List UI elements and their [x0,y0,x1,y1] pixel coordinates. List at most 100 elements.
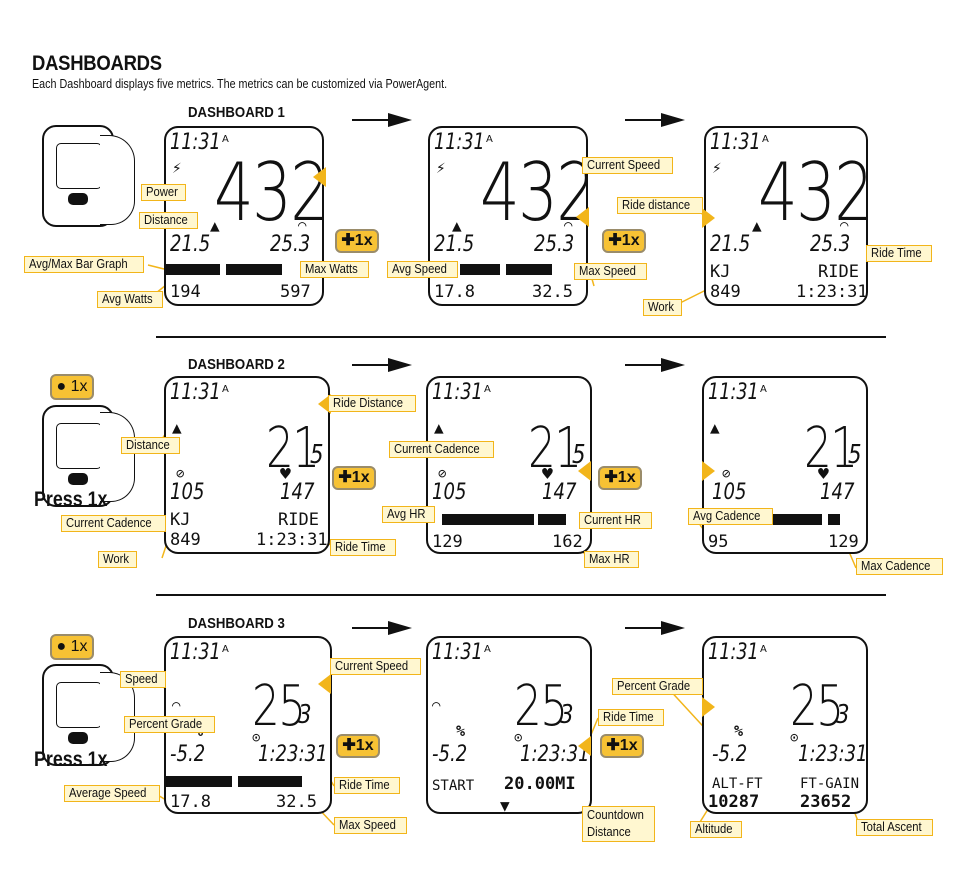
dashboard-2-screen-3: 11:31 A ▲ 21 5 ⊘ ♥ 105 147 95 129 [702,376,868,554]
label-avg-cadence: Avg Cadence [688,508,773,525]
dashboard-2-screen-1: 11:31 A ▲ 21 5 ⊘ ♥ 105 147 KJ RIDE 849 1… [164,376,330,554]
pointer-icon [318,394,331,414]
pointer-icon [578,461,591,481]
label-bar-graph: Avg/Max Bar Graph [24,256,144,273]
max-bar [226,264,282,275]
arrow-right-icon [625,113,685,127]
label-current-speed: Current Speed [330,658,422,675]
label-ride-time-2: Ride Time [598,709,665,726]
page-subtitle: Each Dashboard displays five metrics. Th… [32,77,448,91]
pointer-icon [578,736,591,756]
cadence-icon: ⊘ [438,466,447,482]
hand-icon [100,135,135,225]
label-ride-time: Ride Time [866,245,933,262]
label-speed: Speed [120,671,167,688]
label-max-cadence: Max Cadence [856,558,944,575]
section-divider [156,336,886,338]
arrow-right-icon [352,113,412,127]
hand-icon [100,412,135,502]
dashboard-3-title: DASHBOARD 3 [188,615,285,632]
label-percent-grade-2: Percent Grade [612,678,704,695]
power-icon: ⚡ [436,158,446,177]
max-bar [506,264,552,275]
pointer-icon [702,461,715,481]
avg-bar [166,264,220,275]
speedometer-icon: ◠ [840,218,849,234]
pointer-icon [576,207,589,227]
mountain-icon: ▲ [710,418,720,437]
speedometer-icon: ◠ [564,218,573,234]
label-distance: Distance [139,212,198,229]
label-work: Work [643,299,682,316]
label-distance: Distance [121,437,180,454]
label-ride-time: Ride Time [334,777,401,794]
dashboard-1-screen-3: 11:31 A ⚡ 432 ▲ ◠ 21.5 25.3 KJ RIDE 849 … [704,126,868,306]
label-power: Power [141,184,187,201]
plus-button[interactable]: ✚1x [332,466,376,490]
label-max-watts: Max Watts [300,261,369,278]
label-max-speed: Max Speed [574,263,648,280]
plus-button[interactable]: ✚1x [335,229,379,253]
clock-icon: ⊙ [252,730,261,746]
label-current-cadence: Current Cadence [61,515,167,532]
plus-icon: ✚ [342,737,356,754]
dashboard-2-title: DASHBOARD 2 [188,356,285,373]
label-ride-distance: Ride distance [617,197,703,214]
dashboard-1-screen-2: 11:31 A ⚡ 432 ▲ ◠ 21.5 25.3 17.8 32.5 [428,126,588,306]
plus-button[interactable]: ✚1x [598,466,642,490]
triangle-down-icon: ▼ [500,796,510,814]
plus-button[interactable]: ✚1x [600,734,644,758]
plus-icon: ✚ [604,469,618,486]
section-divider [156,594,886,596]
label-max-speed: Max Speed [334,817,408,834]
label-percent-grade: Percent Grade [124,716,216,733]
plus-icon: ✚ [606,737,620,754]
label-current-hr: Current HR [579,512,653,529]
label-ride-distance: Ride Distance [328,395,416,412]
arrow-right-icon [625,621,685,635]
heart-icon: ♥ [542,464,553,485]
label-avg-watts: Avg Watts [97,291,164,308]
mountain-icon: ▲ [752,216,762,235]
arrow-right-icon [352,621,412,635]
press-label: Press 1x [34,488,108,511]
label-avg-hr: Avg HR [382,506,435,523]
label-max-hr: Max HR [584,551,640,568]
clock-icon: ⊙ [790,730,799,746]
big-readout: 432 [214,146,324,239]
mountain-icon: ▲ [210,216,220,235]
plus-icon: ✚ [608,232,622,249]
max-bar [538,514,566,525]
dot-button[interactable]: ● 1x [50,374,94,400]
page-title: DASHBOARDS [32,52,162,75]
label-average-speed: Average Speed [64,785,160,802]
heart-icon: ♥ [280,464,291,485]
max-bar [828,514,840,525]
pointer-icon [702,697,715,717]
dashboard-3-screen-3: 11:31 A 25 3 % ⊙ -5.2 1:23:31 ALT-FT FT-… [702,636,868,814]
speedometer-icon: ◠ [432,698,441,714]
avg-bar [166,776,232,787]
avg-bar [460,264,500,275]
press-label: Press 1x [34,748,108,771]
max-bar [238,776,302,787]
plus-button[interactable]: ✚1x [336,734,380,758]
dot-button[interactable]: ● 1x [50,634,94,660]
label-avg-speed: Avg Speed [387,261,458,278]
speedometer-icon: ◠ [172,698,181,714]
cadence-icon: ⊘ [176,466,185,482]
mountain-icon: ▲ [172,418,182,437]
dashboard-2-screen-2: 11:31 A ▲ 21 5 ⊘ ♥ 105 147 129 162 [426,376,592,554]
dashboard-1-title: DASHBOARD 1 [188,104,285,121]
arrow-right-icon [625,358,685,372]
avg-bar [442,514,534,525]
mountain-icon: ▲ [434,418,444,437]
label-current-cadence-2: Current Cadence [389,441,495,458]
plus-icon: ✚ [341,232,355,249]
pointer-icon [313,167,326,187]
plus-button[interactable]: ✚1x [602,229,646,253]
label-current-speed: Current Speed [582,157,674,174]
avg-bar [738,514,822,525]
label-work: Work [98,551,137,568]
